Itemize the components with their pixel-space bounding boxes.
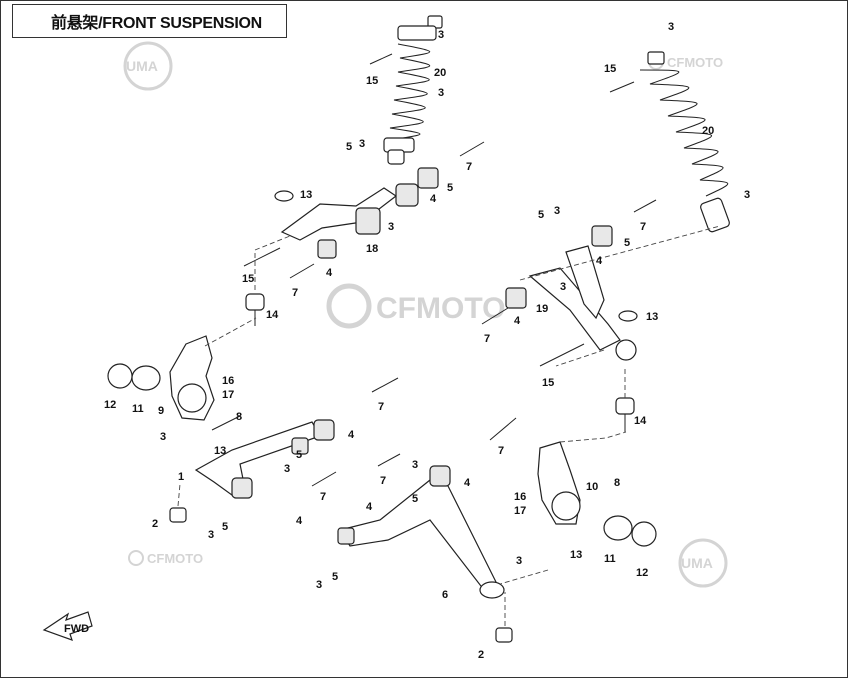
callout-labels: 1 2 2 3 3 3 3 3 3 3 3 3 3 3 3 3 3 4 4 4 … <box>104 21 750 661</box>
callout-15-top: 15 <box>366 75 378 87</box>
callout-3-top: 3 <box>438 29 444 41</box>
cfmoto-text-bottom-left: CFMOTO <box>147 551 203 566</box>
right-steering-knuckle <box>537 441 657 547</box>
callout-14-right: 14 <box>634 415 647 427</box>
callout-3-left-knuckle: 3 <box>160 431 166 443</box>
uma-logo-bottom-right: UMA <box>678 538 728 588</box>
page-title: 前悬架/FRONT SUSPENSION <box>12 4 287 38</box>
callout-12-left: 12 <box>104 399 116 411</box>
callout-3-mid: 3 <box>388 221 394 233</box>
callout-2-right: 2 <box>478 649 484 661</box>
upper-left-a-arm <box>274 167 439 259</box>
callout-15-left: 15 <box>242 273 254 285</box>
callout-7-lower: 7 <box>378 401 384 413</box>
callout-4-upper: 4 <box>430 193 437 205</box>
callout-18: 18 <box>366 243 378 255</box>
callout-11-left: 11 <box>132 403 144 415</box>
callout-8-left: 8 <box>236 411 242 423</box>
uma-logo-top-left: UMA <box>123 41 173 91</box>
callout-3-lower-left-b: 3 <box>208 529 214 541</box>
upper-right-a-arm <box>505 225 638 361</box>
fwd-arrow: FWD <box>42 611 93 641</box>
callout-13-left: 13 <box>214 445 226 457</box>
assembly-lines <box>177 225 721 626</box>
callout-3-shock: 3 <box>438 87 444 99</box>
callout-4-lower-d: 4 <box>464 477 471 489</box>
uma-text-bottom-right: UMA <box>681 555 713 571</box>
left-steering-knuckle <box>107 335 215 421</box>
callout-7-upper-b: 7 <box>292 287 298 299</box>
callout-11-right: 11 <box>604 553 616 565</box>
bolts <box>211 53 657 487</box>
callout-15-top-right: 15 <box>604 63 616 75</box>
callout-1: 1 <box>178 471 184 483</box>
callout-16-right: 16 <box>514 491 526 503</box>
callout-3-lower-left: 3 <box>284 463 290 475</box>
lower-left-a-arm <box>194 419 335 499</box>
cfmoto-text-center: CFMOTO <box>376 292 505 325</box>
left-shock-absorber <box>383 15 443 165</box>
callout-17-right: 17 <box>514 505 526 517</box>
cfmoto-text-top-right: CFMOTO <box>667 55 723 70</box>
callout-3-right-shock: 3 <box>744 189 750 201</box>
callout-5-right: 5 <box>538 209 544 221</box>
ball-joints <box>169 293 635 643</box>
lower-right-a-arm <box>337 465 505 599</box>
callout-13-right: 13 <box>646 311 658 323</box>
cfmoto-watermark-bottom-left: CFMOTO <box>128 550 203 566</box>
callout-3-top-right: 3 <box>668 21 674 33</box>
callout-5-upper-b: 5 <box>447 182 453 194</box>
page-title-text: 前悬架/FRONT SUSPENSION <box>51 15 262 32</box>
callout-19: 19 <box>536 303 548 315</box>
callout-4-right-b: 4 <box>596 255 603 267</box>
callout-3-right-arm-b: 3 <box>560 281 566 293</box>
callout-3-right-arm: 3 <box>554 205 560 217</box>
callout-5-lower-c: 5 <box>332 571 338 583</box>
callout-9: 9 <box>158 405 164 417</box>
callout-17-left: 17 <box>222 389 234 401</box>
callout-13-lower: 13 <box>570 549 582 561</box>
callout-5-right-b: 5 <box>624 237 630 249</box>
callout-5-lower-d: 5 <box>412 493 418 505</box>
callout-4-lower-b: 4 <box>296 515 303 527</box>
callout-15-right: 15 <box>542 377 554 389</box>
cfmoto-watermark-center: CFMOTO <box>326 283 505 329</box>
callout-7-lower-d: 7 <box>320 491 326 503</box>
callout-8-right: 8 <box>614 477 620 489</box>
callout-13-upper: 13 <box>300 189 312 201</box>
callout-4-lower-c: 4 <box>366 501 373 513</box>
callout-16-left: 16 <box>222 375 234 387</box>
callout-2-left: 2 <box>152 518 158 530</box>
uma-text-top-left: UMA <box>126 58 158 74</box>
callout-3-upper: 3 <box>359 138 365 150</box>
callout-20-left: 20 <box>434 67 446 79</box>
callout-5-lower-b: 5 <box>222 521 228 533</box>
callout-6: 6 <box>442 589 448 601</box>
callout-7-upper: 7 <box>466 161 472 173</box>
callout-7-right-b: 7 <box>484 333 490 345</box>
callout-4-right: 4 <box>514 315 521 327</box>
callout-20-right: 20 <box>702 125 714 137</box>
callout-7-lower-c: 7 <box>380 475 386 487</box>
callout-3-lower: 3 <box>316 579 322 591</box>
callout-4-upper-b: 4 <box>326 267 333 279</box>
callout-12-right: 12 <box>636 567 648 579</box>
callout-3-right-knuckle: 3 <box>516 555 522 567</box>
callout-4-lower: 4 <box>348 429 355 441</box>
fwd-label: FWD <box>64 623 89 635</box>
callout-10: 10 <box>586 481 598 493</box>
callout-5-upper: 5 <box>346 141 352 153</box>
callout-5-lower: 5 <box>296 449 302 461</box>
callout-7-lower-b: 7 <box>498 445 504 457</box>
callout-14-left: 14 <box>266 309 279 321</box>
callout-7-right: 7 <box>640 221 646 233</box>
callout-3-lower-mid: 3 <box>412 459 418 471</box>
right-shock-absorber <box>639 51 730 233</box>
